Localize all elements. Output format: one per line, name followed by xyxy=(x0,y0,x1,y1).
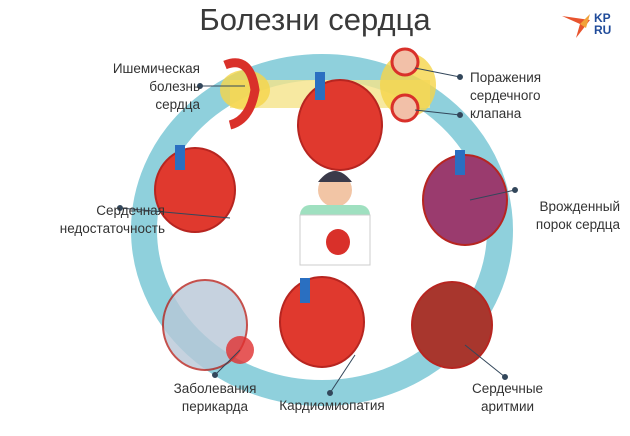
page-title: Болезни сердца xyxy=(199,2,431,37)
vessel-icon xyxy=(223,58,260,130)
person-icon xyxy=(299,171,371,266)
heart-icon xyxy=(154,79,508,371)
leader-lines xyxy=(117,67,518,396)
kp-logo: KP RU xyxy=(560,8,622,42)
ring xyxy=(131,54,513,406)
label-cardiomyopathy: Кардиомиопатия xyxy=(279,398,385,413)
valve-icon xyxy=(390,47,420,123)
